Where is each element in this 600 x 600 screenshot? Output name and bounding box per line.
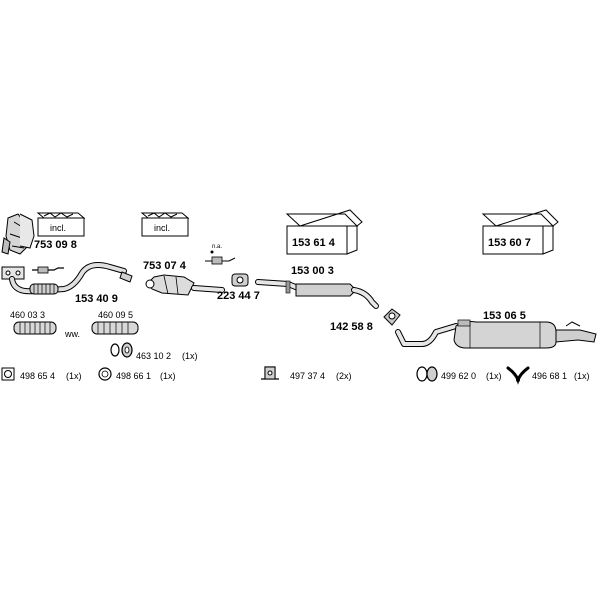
mount-a-quantity: (2x)	[336, 371, 352, 381]
catalyst-incl-label: incl.	[154, 223, 170, 233]
kit-box-2: 153 60 7	[481, 209, 559, 255]
flex-pipe-b[interactable]	[91, 321, 139, 335]
catalytic-converter[interactable]	[145, 274, 225, 296]
ring-a-part-number: 463 10 2	[136, 351, 171, 361]
rubber-mount-a[interactable]	[261, 366, 279, 380]
mount-b-part-number: 496 68 1	[532, 371, 567, 381]
gasket-a-part-number: 498 65 4	[20, 371, 55, 381]
ring-b-part-number: 499 62 0	[441, 371, 476, 381]
gasket-b[interactable]	[98, 367, 112, 381]
manifold-incl-label: incl.	[50, 223, 66, 233]
clamp-joint-part-number: 223 44 7	[217, 290, 260, 302]
lambda-sensor-2[interactable]	[205, 250, 236, 265]
kit-2-part-number: 153 60 7	[488, 237, 531, 249]
connector-clamp[interactable]	[383, 308, 401, 326]
lambda-sensor[interactable]	[32, 266, 64, 274]
catalyst-incl-box: incl.	[140, 212, 190, 237]
exhaust-manifold[interactable]	[1, 213, 35, 255]
sealing-ring-b[interactable]	[416, 366, 438, 382]
ring-a-quantity: (1x)	[182, 351, 198, 361]
gasket-a-quantity: (1x)	[66, 371, 82, 381]
gasket-a[interactable]	[1, 367, 15, 381]
manifold-incl-box: incl.	[36, 212, 86, 237]
front-pipe-part-number: 153 40 9	[75, 293, 118, 305]
manifold-part-number: 753 09 8	[34, 239, 77, 251]
rear-silencer[interactable]	[395, 319, 597, 349]
front-pipe[interactable]	[1, 262, 133, 295]
sensor-na-label: n.a.	[212, 244, 222, 250]
gasket-b-part-number: 498 66 1	[116, 371, 151, 381]
ring-b-quantity: (1x)	[486, 371, 502, 381]
middle-silencer-part-number: 153 00 3	[291, 265, 334, 277]
flex-pipe-a[interactable]	[13, 321, 57, 335]
mount-b-quantity: (1x)	[574, 371, 590, 381]
gasket-b-quantity: (1x)	[160, 371, 176, 381]
rear-silencer-part-number: 153 06 5	[483, 310, 526, 322]
mount-a-part-number: 497 37 4	[290, 371, 325, 381]
sealing-ring-a[interactable]	[110, 342, 133, 358]
flex-pipe-b-part-number: 460 09 5	[98, 310, 133, 320]
rubber-mount-b[interactable]	[506, 366, 530, 385]
clamp-joint[interactable]	[231, 273, 249, 287]
kit-1-part-number: 153 61 4	[292, 237, 336, 249]
connector-part-number: 142 58 8	[330, 321, 373, 333]
middle-silencer[interactable]	[255, 279, 379, 309]
ww-note: ww.	[64, 329, 80, 339]
flex-pipe-a-part-number: 460 03 3	[10, 310, 45, 320]
catalyst-part-number: 753 07 4	[143, 260, 187, 272]
kit-box-1: 153 61 4	[285, 209, 363, 255]
